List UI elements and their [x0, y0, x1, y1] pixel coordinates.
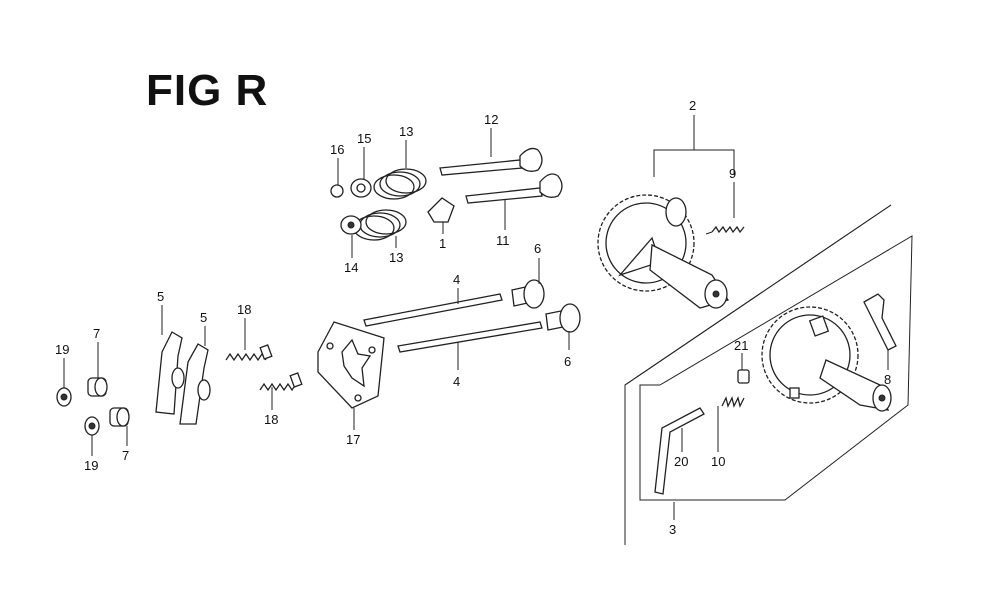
callout-19-lower: 19: [84, 458, 98, 473]
callout-1: 1: [439, 236, 446, 251]
callout-5-left: 5: [157, 289, 164, 304]
callout-21: 21: [734, 338, 748, 353]
push-rod-parts: [363, 293, 543, 353]
callout-8: 8: [884, 372, 891, 387]
camshaft-gear-part: [597, 194, 730, 309]
callout-9: 9: [729, 166, 736, 181]
callout-18-lower: 18: [264, 412, 278, 427]
callout-7-lower: 7: [122, 448, 129, 463]
callout-13-lower: 13: [389, 250, 403, 265]
callout-11: 11: [496, 233, 510, 248]
tappet-parts: [511, 279, 581, 333]
callout-6-upper: 6: [534, 241, 541, 256]
valve-spring-parts: [353, 168, 427, 241]
valve-retainer-parts: [330, 178, 455, 235]
leader-lines: [63, 115, 889, 456]
callout-2: 2: [689, 98, 696, 113]
callout-20: 20: [674, 454, 688, 469]
callout-13-upper: 13: [399, 124, 413, 139]
nut-parts: [56, 387, 100, 436]
callout-17: 17: [346, 432, 360, 447]
cam-spring-part: [705, 225, 745, 235]
spring-part: [721, 396, 745, 408]
rocker-pivot-parts: [87, 377, 130, 427]
callout-16: 16: [330, 142, 344, 157]
camshaft-assembly-part: [761, 306, 892, 412]
callout-12: 12: [484, 112, 498, 127]
callout-19-upper: 19: [55, 342, 69, 357]
rocker-arm-parts: [155, 331, 211, 425]
callout-labels: 2 9 12 13 15 16 13 14 1 11 6 6 4 4 5 5 1…: [55, 98, 891, 537]
rod-part: [654, 407, 705, 495]
callout-4-lower: 4: [453, 374, 460, 389]
callout-5-right: 5: [200, 310, 207, 325]
callout-3: 3: [669, 522, 676, 537]
stud-bolt-parts: [225, 344, 303, 392]
governor-lever-part: [863, 293, 897, 351]
callout-10: 10: [711, 454, 725, 469]
pin-part: [737, 369, 750, 384]
callout-15: 15: [357, 131, 371, 146]
callout-6-lower: 6: [564, 354, 571, 369]
callout-7-upper: 7: [93, 326, 100, 341]
callout-14: 14: [344, 260, 358, 275]
assembly-3-frame: [624, 204, 913, 545]
callout-4-upper: 4: [453, 272, 460, 287]
guide-plate-part: [317, 321, 385, 409]
figure-title: FIG R: [146, 66, 269, 115]
valve-parts: [439, 147, 563, 204]
callout-18-upper: 18: [237, 302, 251, 317]
